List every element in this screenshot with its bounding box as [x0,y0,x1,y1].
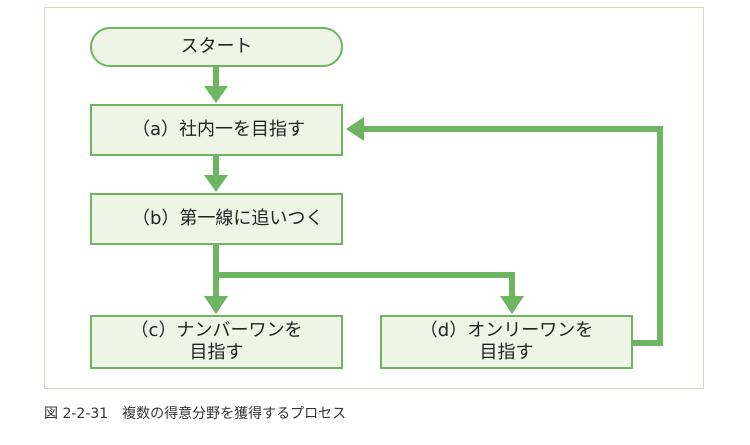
step-b-node: （b）第一線に追いつく [90,193,343,245]
arrowhead-b [204,175,228,192]
arrowhead-a [204,86,228,103]
step-b-label: （b）第一線に追いつく [132,208,324,229]
step-d-label-line1: （d）オンリーワンを [419,320,594,341]
arrow-loop-vertical [657,126,663,346]
step-c-label-line2: 目指す [189,342,244,363]
step-c-label-line1: （c）ナンバーワンを [130,320,303,341]
step-d-label-line2: 目指す [479,342,534,363]
arrowhead-c [204,296,228,314]
diagram-frame [44,7,704,389]
arrow-branch-horizontal [216,272,515,278]
step-c-node: （c）ナンバーワンを 目指す [90,315,343,369]
step-a-node: （a）社内一を目指す [90,104,343,156]
arrow-a-to-b [213,156,219,177]
arrowhead-loop-a [346,117,364,141]
step-a-label: （a）社内一を目指す [132,119,306,140]
start-node: スタート [90,27,343,67]
arrow-b-to-c [213,245,219,298]
arrow-loop-top [362,126,663,132]
start-label: スタート [180,36,253,57]
step-d-node: （d）オンリーワンを 目指す [380,315,633,369]
arrowhead-d [500,296,524,314]
figure-caption: 図 2-2-31 複数の得意分野を獲得するプロセス [44,406,347,422]
arrow-start-to-a [213,67,219,88]
arrow-branch-to-d [509,272,515,298]
arrow-loop-out [633,340,663,346]
